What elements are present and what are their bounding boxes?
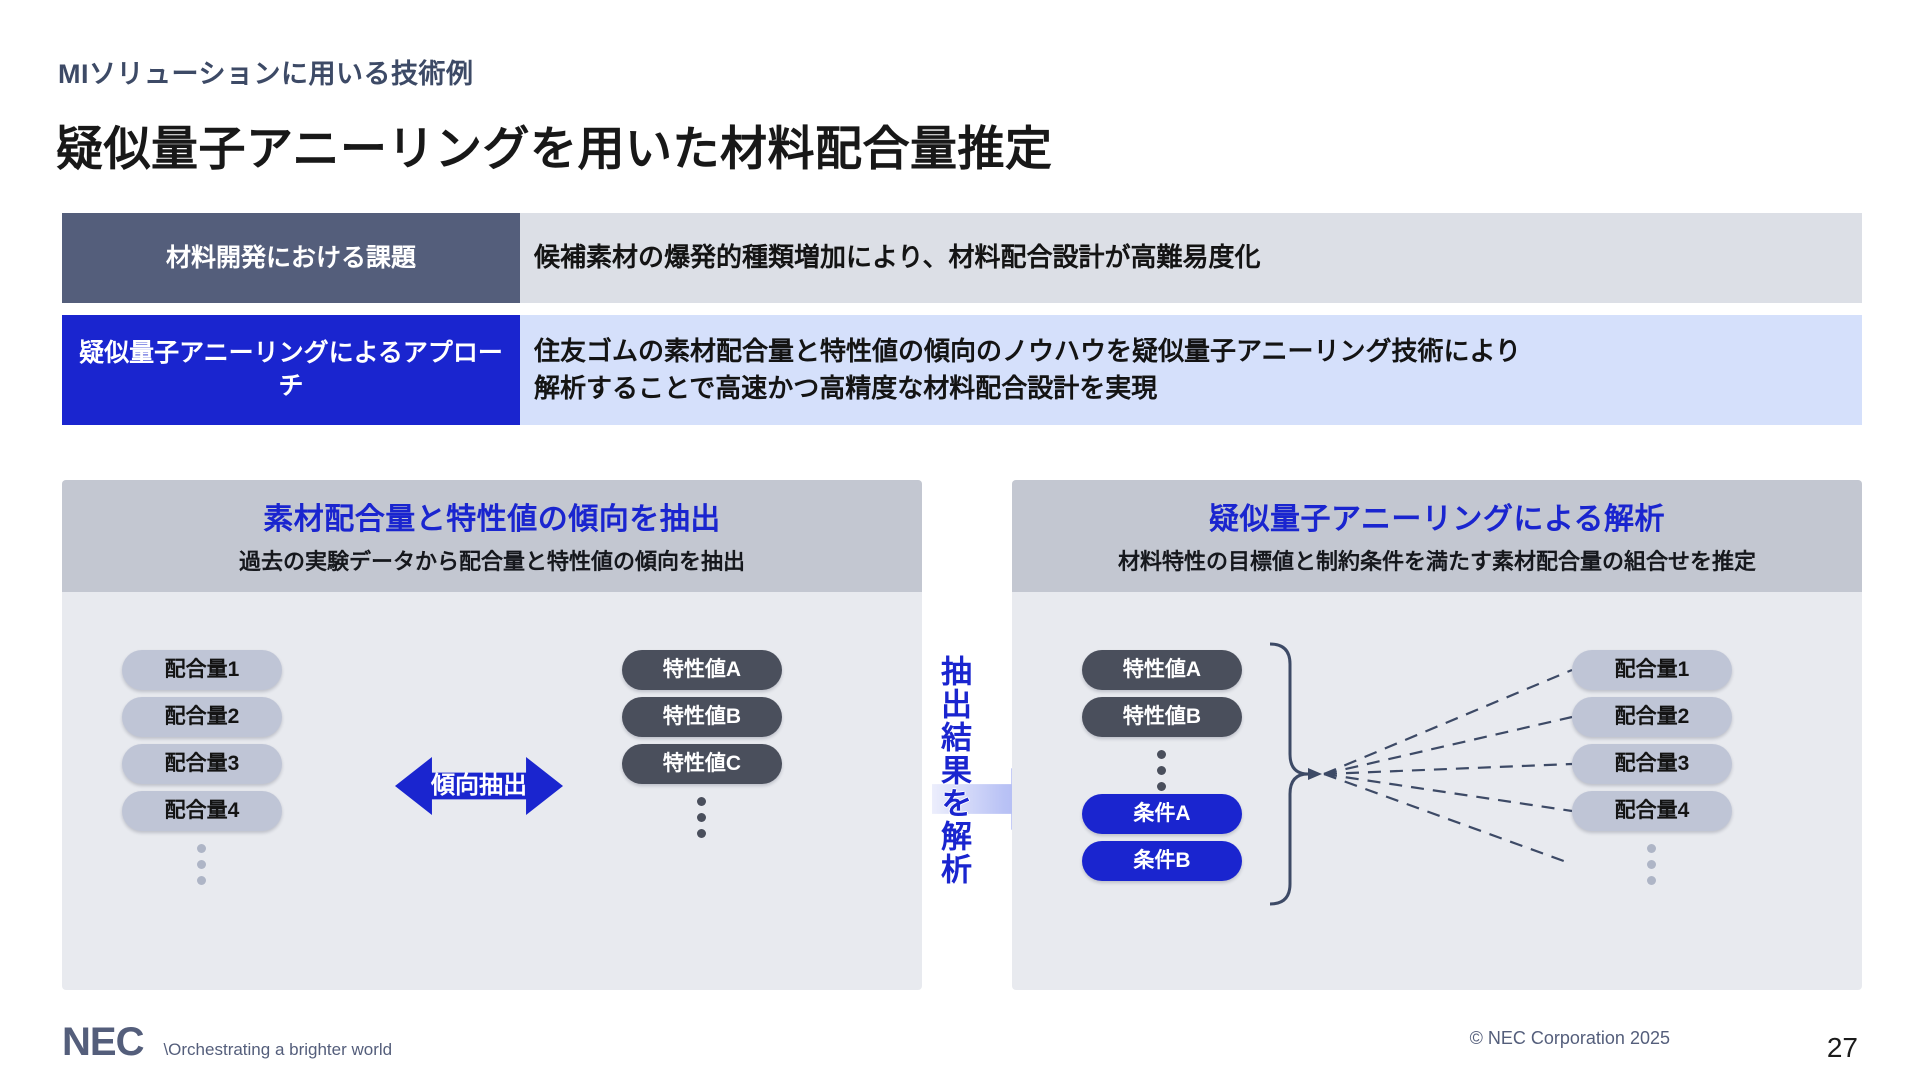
dashed-links (1323, 668, 1573, 866)
summary-table: 材料開発における課題 候補素材の爆発的種類増加により、材料配合設計が高難易度化 … (62, 213, 1862, 425)
pill-property-a-right[interactable]: 特性値A (1082, 650, 1242, 690)
panel-left-heading: 素材配合量と特性値の傾向を抽出 (263, 503, 721, 536)
convergence-diagram (1269, 642, 1573, 906)
summary-row-challenge: 材料開発における課題 候補素材の爆発的種類増加により、材料配合設計が高難易度化 (62, 213, 1862, 303)
summary-body-approach: 住友ゴムの素材配合量と特性値の傾向のノウハウを疑似量子アニーリング技術により 解… (520, 315, 1862, 425)
panel-right-header: 疑似量子アニーリングによる解析 材料特性の目標値と制約条件を満たす素材配合量の組… (1012, 480, 1862, 592)
pill-property-a-left[interactable]: 特性値A (622, 650, 782, 690)
panel-trend-extraction: 素材配合量と特性値の傾向を抽出 過去の実験データから配合量と特性値の傾向を抽出 … (62, 480, 922, 990)
arrow-label-trend-extraction: 傾向抽出 (431, 772, 527, 799)
arrowhead-icon (1308, 768, 1322, 780)
brace-icon (1269, 642, 1309, 906)
slide-eyebrow: MIソリューションに用いる技術例 (58, 59, 474, 89)
pill-result-blend-2[interactable]: 配合量2 (1572, 697, 1732, 737)
page-number: 27 (1826, 1032, 1858, 1063)
pill-result-blend-1[interactable]: 配合量1 (1572, 650, 1732, 690)
panel-right-heading: 疑似量子アニーリングによる解析 (1209, 503, 1665, 536)
panel-right-body: 特性値A 特性値B 条件A 条件B 配合量1 配合量2 配合量3 配合量4 (1012, 592, 1862, 972)
pill-condition-b[interactable]: 条件B (1082, 841, 1242, 881)
copyright-text: © NEC Corporation 2025 (1469, 1028, 1670, 1048)
page-title: 疑似量子アニーリングを用いた材料配合量推定 (56, 122, 1053, 175)
ellipsis-icon-blend-left (197, 844, 206, 885)
pill-blend-4[interactable]: 配合量4 (122, 791, 282, 831)
panel-right-subheading: 材料特性の目標値と制約条件を満たす素材配合量の組合せを推定 (1117, 549, 1756, 574)
pill-condition-a[interactable]: 条件A (1082, 794, 1242, 834)
nec-logo: NEC (62, 1020, 144, 1064)
pill-result-blend-4[interactable]: 配合量4 (1572, 791, 1732, 831)
summary-row-approach: 疑似量子アニーリングによるアプローチ 住友ゴムの素材配合量と特性値の傾向のノウハ… (62, 315, 1862, 425)
summary-label-approach: 疑似量子アニーリングによるアプローチ (62, 315, 520, 425)
summary-body-approach-line1: 住友ゴムの素材配合量と特性値の傾向のノウハウを疑似量子アニーリング技術により (534, 335, 1521, 366)
panel-annealing-analysis: 疑似量子アニーリングによる解析 材料特性の目標値と制約条件を満たす素材配合量の組… (1012, 480, 1862, 990)
summary-label-challenge: 材料開発における課題 (62, 213, 520, 303)
ellipsis-icon-result (1647, 844, 1656, 885)
pill-blend-1[interactable]: 配合量1 (122, 650, 282, 690)
panel-left-subheading: 過去の実験データから配合量と特性値の傾向を抽出 (238, 549, 745, 574)
pill-blend-3[interactable]: 配合量3 (122, 744, 282, 784)
nec-tagline: \Orchestrating a brighter world (163, 1040, 393, 1059)
pill-property-b-left[interactable]: 特性値B (622, 697, 782, 737)
panel-left-body: 配合量1 配合量2 配合量3 配合量4 傾向抽出 特性値A 特性値B 特性値C (62, 592, 922, 972)
ellipsis-icon-property-left (697, 797, 706, 838)
flow-arrow-label: 抽出結果を解析 (936, 655, 971, 886)
footer-branding: NEC \Orchestrating a brighter world (62, 1020, 392, 1065)
pill-result-blend-3[interactable]: 配合量3 (1572, 744, 1732, 784)
pill-property-c-left[interactable]: 特性値C (622, 744, 782, 784)
summary-body-approach-line2: 解析することで高速かつ高精度な材料配合設計を実現 (534, 373, 1158, 403)
pill-property-b-right[interactable]: 特性値B (1082, 697, 1242, 737)
ellipsis-icon-property-right (1157, 750, 1166, 791)
pill-blend-2[interactable]: 配合量2 (122, 697, 282, 737)
summary-body-challenge: 候補素材の爆発的種類増加により、材料配合設計が高難易度化 (520, 213, 1862, 303)
panel-left-header: 素材配合量と特性値の傾向を抽出 過去の実験データから配合量と特性値の傾向を抽出 (62, 480, 922, 592)
